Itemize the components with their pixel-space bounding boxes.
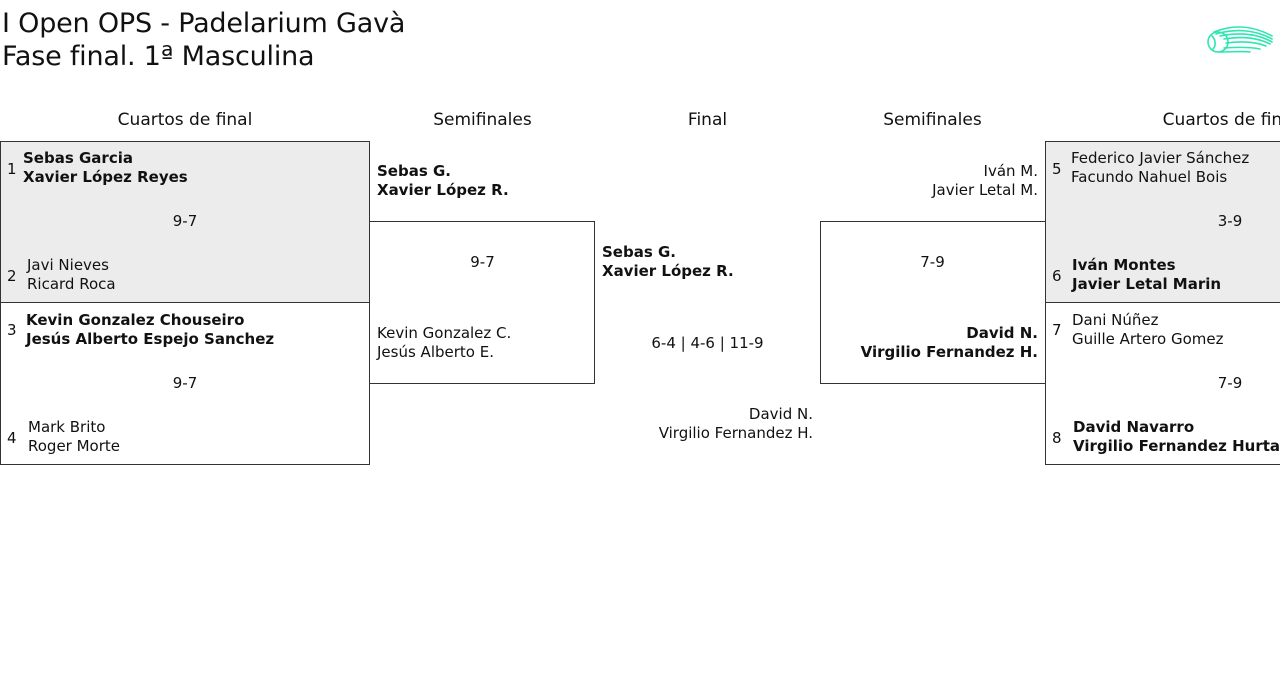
column-heading-qf-left: Cuartos de final (117, 110, 253, 130)
player-name: Facundo Nahuel Bois (1071, 168, 1228, 186)
column-heading-final: Final (687, 110, 728, 130)
player-name: Jesús Alberto Espejo Sanchez (26, 330, 275, 348)
match-box-qf-left-2 (0, 302, 370, 465)
match-score: 3-9 (1217, 212, 1243, 230)
player-name: Xavier López R. (602, 262, 734, 280)
player-name: Sebas G. (602, 243, 676, 261)
player-name: Xavier López Reyes (23, 168, 188, 186)
player-name: David N. (966, 324, 1038, 342)
padel-ball-icon (1207, 26, 1273, 53)
seed-number: 7 (1052, 321, 1062, 339)
player-name: Sebas G. (377, 162, 451, 180)
match-box-qf-right-1 (1045, 141, 1280, 303)
match-score: 9-7 (172, 212, 198, 230)
seed-number: 3 (7, 321, 17, 339)
player-name: David Navarro (1073, 418, 1195, 436)
player-name: David N. (748, 405, 813, 423)
match-score: 9-7 (172, 374, 198, 392)
player-name: Jesús Alberto E. (377, 343, 494, 361)
player-name: Kevin Gonzalez Chouseiro (26, 311, 245, 329)
seed-number: 5 (1052, 160, 1062, 178)
seed-number: 2 (7, 267, 17, 285)
column-heading-qf-right: Cuartos de final (1162, 110, 1280, 130)
player-name: Javier Letal Marin (1072, 275, 1222, 293)
player-name: Iván Montes (1072, 256, 1176, 274)
player-name: Virgilio Fernandez H. (860, 343, 1038, 361)
player-name: Federico Javier Sánchez (1071, 149, 1250, 167)
column-heading-sf-right: Semifinales (883, 110, 982, 130)
match-score: 9-7 (470, 253, 495, 271)
final-score: 6-4 | 4-6 | 11-9 (651, 334, 764, 352)
player-name: Roger Morte (28, 437, 121, 455)
player-name: Virgilio Fernandez Hurtado (1073, 437, 1280, 455)
page-subtitle: Fase final. 1ª Masculina (2, 41, 315, 72)
column-heading-sf-left: Semifinales (433, 110, 532, 130)
page-title: I Open OPS - Padelarium Gavà (2, 8, 406, 39)
player-name: Javier Letal M. (932, 181, 1038, 199)
match-box-qf-right-2 (1045, 302, 1280, 465)
match-score: 7-9 (1217, 374, 1243, 392)
player-name: Sebas Garcia (23, 149, 133, 167)
seed-number: 1 (7, 160, 17, 178)
match-box-sf-left (369, 221, 595, 384)
player-name: Guille Artero Gomez (1072, 330, 1224, 348)
player-name: Iván M. (983, 162, 1038, 180)
player-name: Xavier López R. (377, 181, 509, 199)
seed-number: 8 (1052, 429, 1062, 447)
player-name: Mark Brito (28, 418, 106, 436)
match-box-sf-right (820, 221, 1046, 384)
player-name: Ricard Roca (27, 275, 116, 293)
player-name: Dani Núñez (1072, 311, 1159, 329)
player-name: Kevin Gonzalez C. (377, 324, 512, 342)
match-score: 7-9 (920, 253, 945, 271)
player-name: Virgilio Fernandez H. (658, 424, 813, 442)
seed-number: 4 (7, 429, 17, 447)
player-name: Javi Nieves (27, 256, 109, 274)
seed-number: 6 (1052, 267, 1062, 285)
